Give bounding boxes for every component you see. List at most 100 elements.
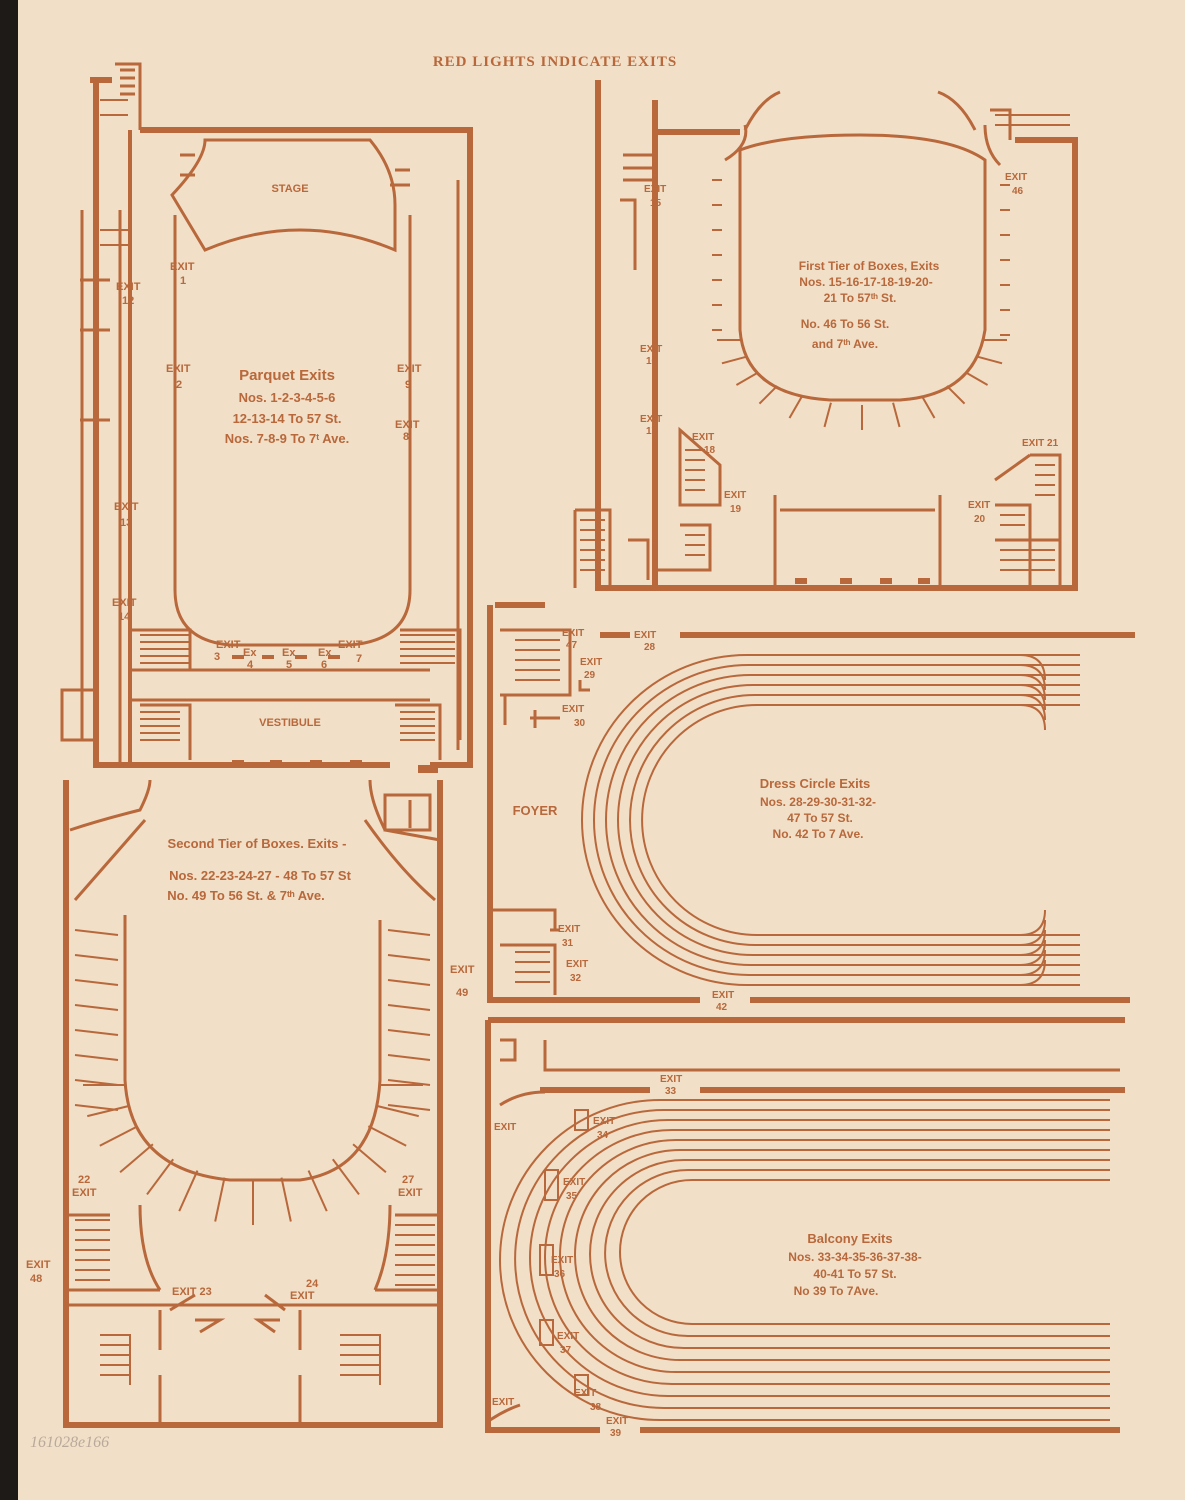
exit-label: EXIT <box>216 639 241 651</box>
box-partition <box>352 1143 387 1174</box>
exit-number: 29 <box>584 670 596 681</box>
exit-number: 7 <box>356 653 362 665</box>
exit-label: EXIT <box>566 959 588 970</box>
dress-circle-line1: Nos. 28-29-30-31-32- <box>760 795 876 809</box>
seat-row <box>629 694 1080 946</box>
exit-label: EXIT <box>170 261 195 273</box>
exit-number: 3 <box>214 651 220 663</box>
box-partition <box>921 395 936 419</box>
second-tier-line1: Nos. 22-23-24-27 - 48 To 57 St <box>169 868 352 883</box>
seat-row-end <box>1019 674 1046 966</box>
exit-label: EXIT 23 <box>172 1286 212 1298</box>
first-tier-line2: 21 To 57ᵗʰ St. <box>824 291 897 305</box>
exit-label: EXIT <box>398 1187 423 1199</box>
seat-row-end <box>1019 704 1046 936</box>
first-tier-line4: and 7ᵗʰ Ave. <box>812 337 878 351</box>
box-partition <box>387 954 431 961</box>
exit-number: 18 <box>704 445 716 456</box>
balcony-line3: No 39 To 7Ave. <box>794 1284 879 1298</box>
exit-number: 38 <box>590 1402 602 1413</box>
parquet-plan: STAGE VESTIBULE Parquet Exits Nos. 1-2-3… <box>60 62 473 773</box>
seat-row <box>544 1129 1110 1385</box>
exit-number: 8 <box>403 431 409 443</box>
exit-number: 33 <box>665 1086 677 1097</box>
box-partition <box>946 385 966 405</box>
exit-number: 27 <box>402 1174 414 1186</box>
seat-row-end <box>1019 684 1046 956</box>
exit-label: EXIT <box>574 1388 596 1399</box>
exit-number: 47 <box>566 640 578 651</box>
parquet-line2: 12-13-14 To 57 St. <box>233 411 342 426</box>
exit-number: 17 <box>646 426 658 437</box>
exit-number: 20 <box>974 514 986 525</box>
foyer-label: FOYER <box>513 803 558 818</box>
second-tier-title: Second Tier of Boxes. Exits - <box>168 836 347 851</box>
header-title: RED LIGHTS INDICATE EXITS <box>433 54 677 70</box>
second-tier-plan: Second Tier of Boxes. Exits - Nos. 22-23… <box>26 779 475 1428</box>
exit-label: EXIT <box>606 1416 628 1427</box>
exit-label: EXIT <box>692 432 714 443</box>
exit-label: Ex <box>282 647 296 659</box>
box-partition <box>387 929 431 936</box>
box-partition <box>74 929 119 936</box>
exit-label: EXIT <box>640 344 662 355</box>
box-partition <box>823 402 832 428</box>
seat-row <box>619 1179 1110 1325</box>
exit-number: 34 <box>597 1130 609 1141</box>
first-tier-plan: First Tier of Boxes, Exits Nos. 15-16-17… <box>573 80 1078 591</box>
exit-label: EXIT <box>166 363 191 375</box>
exit-label: EXIT <box>450 964 475 976</box>
seat-row <box>559 1139 1110 1373</box>
seat-row <box>581 654 1080 986</box>
exit-label: EXIT <box>634 630 656 641</box>
seat-row <box>514 1109 1110 1409</box>
seat-row-end <box>1019 654 1046 986</box>
exit-label: EXIT <box>968 500 990 511</box>
exit-label: Ex <box>243 647 257 659</box>
parquet-line3: Nos. 7-8-9 To 7ᵗ Ave. <box>225 431 349 446</box>
exit-label: EXIT <box>116 281 141 293</box>
exit-label: EXIT <box>395 419 420 431</box>
box-partition <box>74 979 119 986</box>
dress-circle-title: Dress Circle Exits <box>760 776 871 791</box>
box-partition <box>387 979 431 986</box>
exit-label: EXIT <box>397 363 422 375</box>
seat-row <box>605 674 1080 966</box>
balcony-plan: Balcony Exits Nos. 33-34-35-36-37-38- 40… <box>485 1017 1125 1439</box>
exit-number: 32 <box>570 973 582 984</box>
seat-row <box>617 684 1080 956</box>
box-partition <box>178 1170 199 1212</box>
box-partition <box>367 1125 407 1147</box>
seat-row <box>589 1159 1110 1349</box>
box-partition <box>387 1054 431 1061</box>
box-partition <box>332 1158 360 1196</box>
handwritten-note: 161028e166 <box>30 1434 109 1451</box>
exit-number: 37 <box>560 1345 572 1356</box>
exit-label: EXIT <box>712 990 734 1001</box>
floor-plans: RED LIGHTS INDICATE EXITS <box>26 54 1135 1451</box>
box-partition <box>74 1004 119 1011</box>
exit-label: Ex <box>318 647 332 659</box>
exit-number: 6 <box>321 659 327 671</box>
seat-row-end <box>1019 664 1046 976</box>
box-partition <box>965 371 989 386</box>
exit-label: EXIT <box>724 490 746 501</box>
balcony-title: Balcony Exits <box>807 1231 892 1246</box>
parquet-line1: Nos. 1-2-3-4-5-6 <box>239 390 336 405</box>
box-partition <box>788 395 803 419</box>
exit-number: 2 <box>176 379 182 391</box>
exit-label: EXIT <box>338 639 363 651</box>
exit-number: 39 <box>610 1428 622 1439</box>
exit-number: 22 <box>78 1174 90 1186</box>
dress-circle-line3: No. 42 To 7 Ave. <box>773 827 864 841</box>
dress-circle-plan: FOYER Dress Circle Exits Nos. 28-29-30-3… <box>487 602 1135 1013</box>
first-tier-title: First Tier of Boxes, Exits <box>799 259 940 273</box>
exit-label: EXIT 21 <box>1022 438 1059 449</box>
vestibule-label: VESTIBULE <box>259 717 321 729</box>
exit-number: 48 <box>30 1273 42 1285</box>
exit-label: EXIT <box>551 1255 573 1266</box>
box-partition <box>377 1105 419 1118</box>
exit-label: EXIT <box>644 184 666 195</box>
box-partition <box>74 1029 119 1036</box>
exit-number: 36 <box>554 1269 566 1280</box>
